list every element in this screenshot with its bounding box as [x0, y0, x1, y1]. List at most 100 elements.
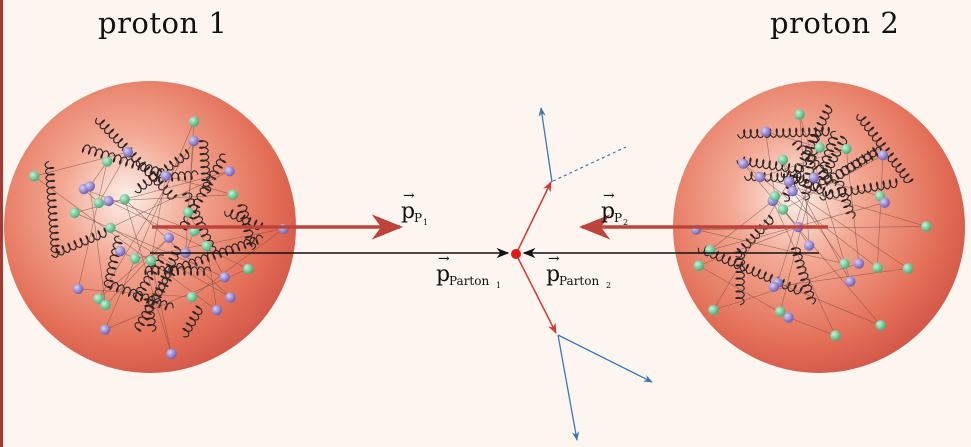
quark-green: [814, 142, 825, 153]
quark-purple: [760, 126, 771, 137]
quark-connector: [83, 188, 195, 232]
quark-connector: [792, 190, 909, 269]
quark-green: [841, 143, 852, 155]
quark-purple: [783, 312, 794, 323]
quark-purple: [845, 276, 856, 287]
label-p-p2: p → P 2: [601, 188, 628, 227]
quark-green: [129, 253, 141, 264]
quark-green: [872, 262, 883, 273]
quark-purple: [768, 281, 780, 292]
quark-purple: [853, 258, 865, 269]
quark-purple: [224, 166, 235, 177]
label-p-parton-1: p → Parton 1: [436, 251, 501, 290]
svg-text:P: P: [614, 211, 622, 225]
quark-connector: [777, 147, 820, 283]
quark-green: [100, 299, 111, 311]
quark-green: [839, 258, 850, 269]
proton-2-gluons: [697, 104, 914, 306]
quark-purple: [879, 197, 890, 208]
quark-green: [921, 221, 932, 232]
left-border: [0, 0, 3, 447]
quark-connector: [759, 148, 847, 178]
quark-connector: [77, 161, 108, 289]
quark-connector: [98, 140, 194, 299]
quark-connector: [98, 151, 129, 204]
gluon-line: [44, 160, 61, 254]
quark-purple: [73, 283, 84, 295]
quark-green: [186, 291, 198, 303]
quark-connector: [206, 245, 218, 311]
gluon-line: [735, 214, 774, 258]
quark-purple: [787, 186, 798, 197]
svg-text:1: 1: [423, 218, 428, 227]
quark-purple: [804, 240, 815, 251]
quark-connector: [74, 212, 225, 278]
quark-connector: [777, 282, 881, 326]
gluon-line: [734, 251, 746, 306]
quark-connector: [765, 131, 820, 148]
gluon-line: [134, 149, 190, 194]
quark-green: [227, 189, 238, 200]
quark-connector: [78, 288, 192, 298]
proton-1-quarks: [28, 116, 289, 360]
gluon-line: [143, 298, 157, 333]
svg-text:→: →: [403, 188, 415, 204]
quark-purple: [99, 324, 111, 335]
gluon-line: [180, 153, 227, 231]
svg-text:2: 2: [606, 281, 611, 290]
quark-connector: [813, 177, 881, 197]
quark-green: [145, 255, 157, 266]
jet-up-track: [538, 107, 553, 183]
gluon-line: [81, 144, 166, 177]
quark-connector: [782, 159, 851, 282]
quark-purple: [188, 135, 199, 147]
quark-purple: [115, 246, 126, 257]
gluon-line: [144, 265, 212, 277]
gluon-line: [237, 204, 257, 251]
quark-purple: [163, 232, 175, 243]
proton-1-title: proton 1: [98, 6, 228, 40]
svg-text:p: p: [546, 262, 560, 287]
quark-connector: [696, 229, 845, 264]
quark-green: [708, 304, 719, 316]
svg-text:Parton: Parton: [559, 274, 599, 288]
quark-connector: [799, 114, 810, 246]
quark-purple: [278, 223, 289, 234]
quark-connector: [110, 170, 230, 229]
quark-purple: [166, 348, 177, 360]
collision-vertex: [511, 249, 521, 259]
quark-connector: [788, 317, 836, 336]
jet-up-dashed-track: [552, 146, 627, 182]
quark-connector: [773, 268, 908, 288]
quark-green: [102, 156, 113, 167]
outgoing-parton-down: [515, 253, 557, 334]
quark-green: [93, 197, 104, 209]
quark-connector: [772, 200, 836, 336]
quark-green: [28, 171, 40, 182]
quark-green: [830, 330, 841, 341]
gluon-line: [736, 126, 830, 139]
gluon-line: [169, 234, 264, 276]
quark-connector: [89, 186, 106, 306]
quark-green: [769, 190, 781, 202]
quark-connector: [191, 228, 284, 298]
quark-purple: [122, 146, 133, 158]
gluon-line: [856, 113, 914, 184]
quark-green: [188, 116, 200, 127]
jet-down-track-right: [557, 334, 653, 383]
gluon-line: [51, 227, 107, 258]
svg-text:→: →: [438, 251, 450, 267]
quark-green: [201, 240, 212, 252]
gluon-line: [819, 130, 839, 171]
quark-connector: [713, 263, 859, 311]
svg-text:p: p: [436, 262, 450, 287]
quark-connector: [187, 140, 194, 213]
quark-green: [794, 109, 805, 120]
quark-connector: [150, 260, 172, 354]
quark-connector: [124, 198, 231, 298]
jet-down-track-lower: [557, 334, 580, 441]
quark-purple: [211, 305, 222, 316]
quark-connector: [33, 175, 217, 311]
